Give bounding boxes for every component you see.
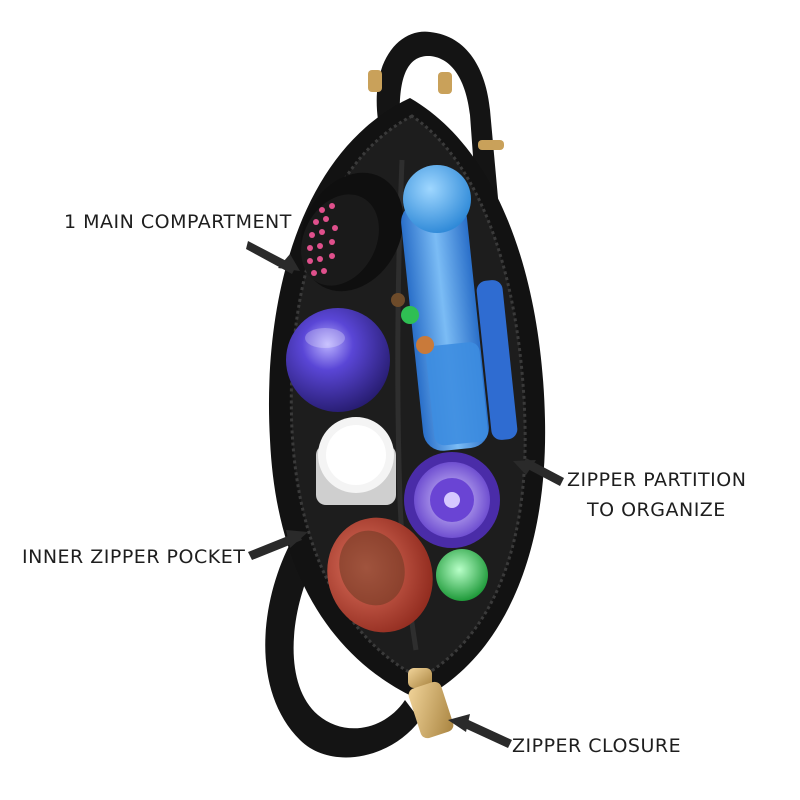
bag-strap <box>265 31 504 758</box>
label-inner-zipper-pocket: INNER ZIPPER POCKET <box>22 546 246 568</box>
white-container <box>316 417 396 505</box>
hairbrush <box>300 172 404 292</box>
red-mirror <box>327 517 433 633</box>
purple-jar <box>286 308 390 412</box>
zipper-pull <box>408 668 454 739</box>
arrows <box>246 241 564 748</box>
label-main-compartment: 1 MAIN COMPARTMENT <box>64 211 292 233</box>
label-zipper-closure: ZIPPER CLOSURE <box>512 735 682 757</box>
label-zipper-partition-line2: TO ORGANIZE <box>587 498 726 521</box>
small-vials <box>391 293 434 354</box>
label-zipper-partition: ZIPPER PARTITION TO ORGANIZE <box>567 469 747 522</box>
phone <box>476 280 518 440</box>
label-zipper-partition-line1: ZIPPER PARTITION <box>567 469 747 491</box>
blue-bottle <box>401 165 489 451</box>
arrow-zipper-closure <box>458 717 512 748</box>
flower-perfume <box>404 452 500 548</box>
green-cap <box>436 549 488 601</box>
